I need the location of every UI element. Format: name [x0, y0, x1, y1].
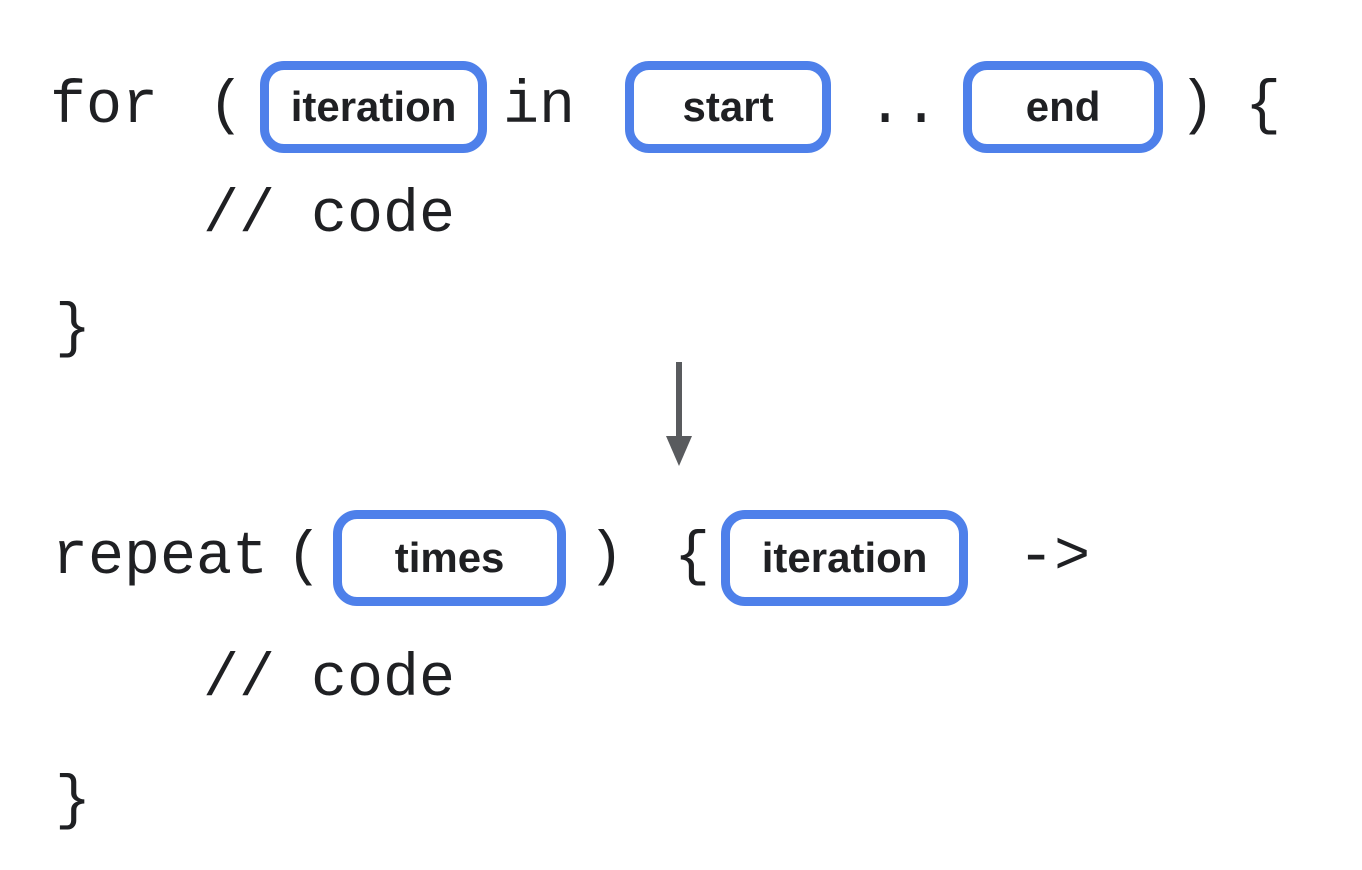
open-paren: (: [208, 73, 245, 141]
start-pill: start: [625, 61, 832, 153]
keyword-repeat: repeat: [52, 524, 269, 592]
repeat-body-line: // code: [0, 640, 1362, 720]
close-brace: }: [55, 296, 92, 364]
range-operator: ..: [867, 73, 940, 141]
iteration-pill-label: iteration: [290, 83, 457, 130]
end-pill-label: end: [1025, 83, 1101, 130]
iteration-pill-label: iteration: [761, 534, 928, 581]
comment-line: // code: [203, 646, 456, 714]
times-pill: times: [333, 510, 567, 606]
close-brace: }: [55, 768, 92, 836]
lambda-arrow: ->: [1018, 524, 1091, 592]
for-loop-header-line: for ( iteration in start .. end ) {: [0, 57, 1362, 157]
start-pill-label: start: [682, 83, 774, 130]
repeat-header-line: repeat ( times ) { iteration ->: [0, 505, 1362, 611]
for-loop-close-line: }: [0, 290, 1362, 370]
times-pill-label: times: [394, 534, 505, 581]
iteration-pill: iteration: [260, 61, 488, 153]
repeat-close-line: }: [0, 762, 1362, 842]
keyword-in: in: [503, 73, 576, 141]
keyword-for: for: [50, 73, 159, 141]
down-arrow-icon: [666, 362, 692, 466]
open-brace: {: [674, 524, 711, 592]
open-paren: (: [286, 524, 323, 592]
comment-line: // code: [203, 182, 456, 250]
iteration-pill: iteration: [721, 510, 969, 606]
for-loop-body-line: // code: [0, 176, 1362, 256]
open-brace: {: [1245, 73, 1282, 141]
close-paren: ): [588, 524, 625, 592]
end-pill: end: [963, 61, 1164, 153]
close-paren: ): [1179, 73, 1216, 141]
